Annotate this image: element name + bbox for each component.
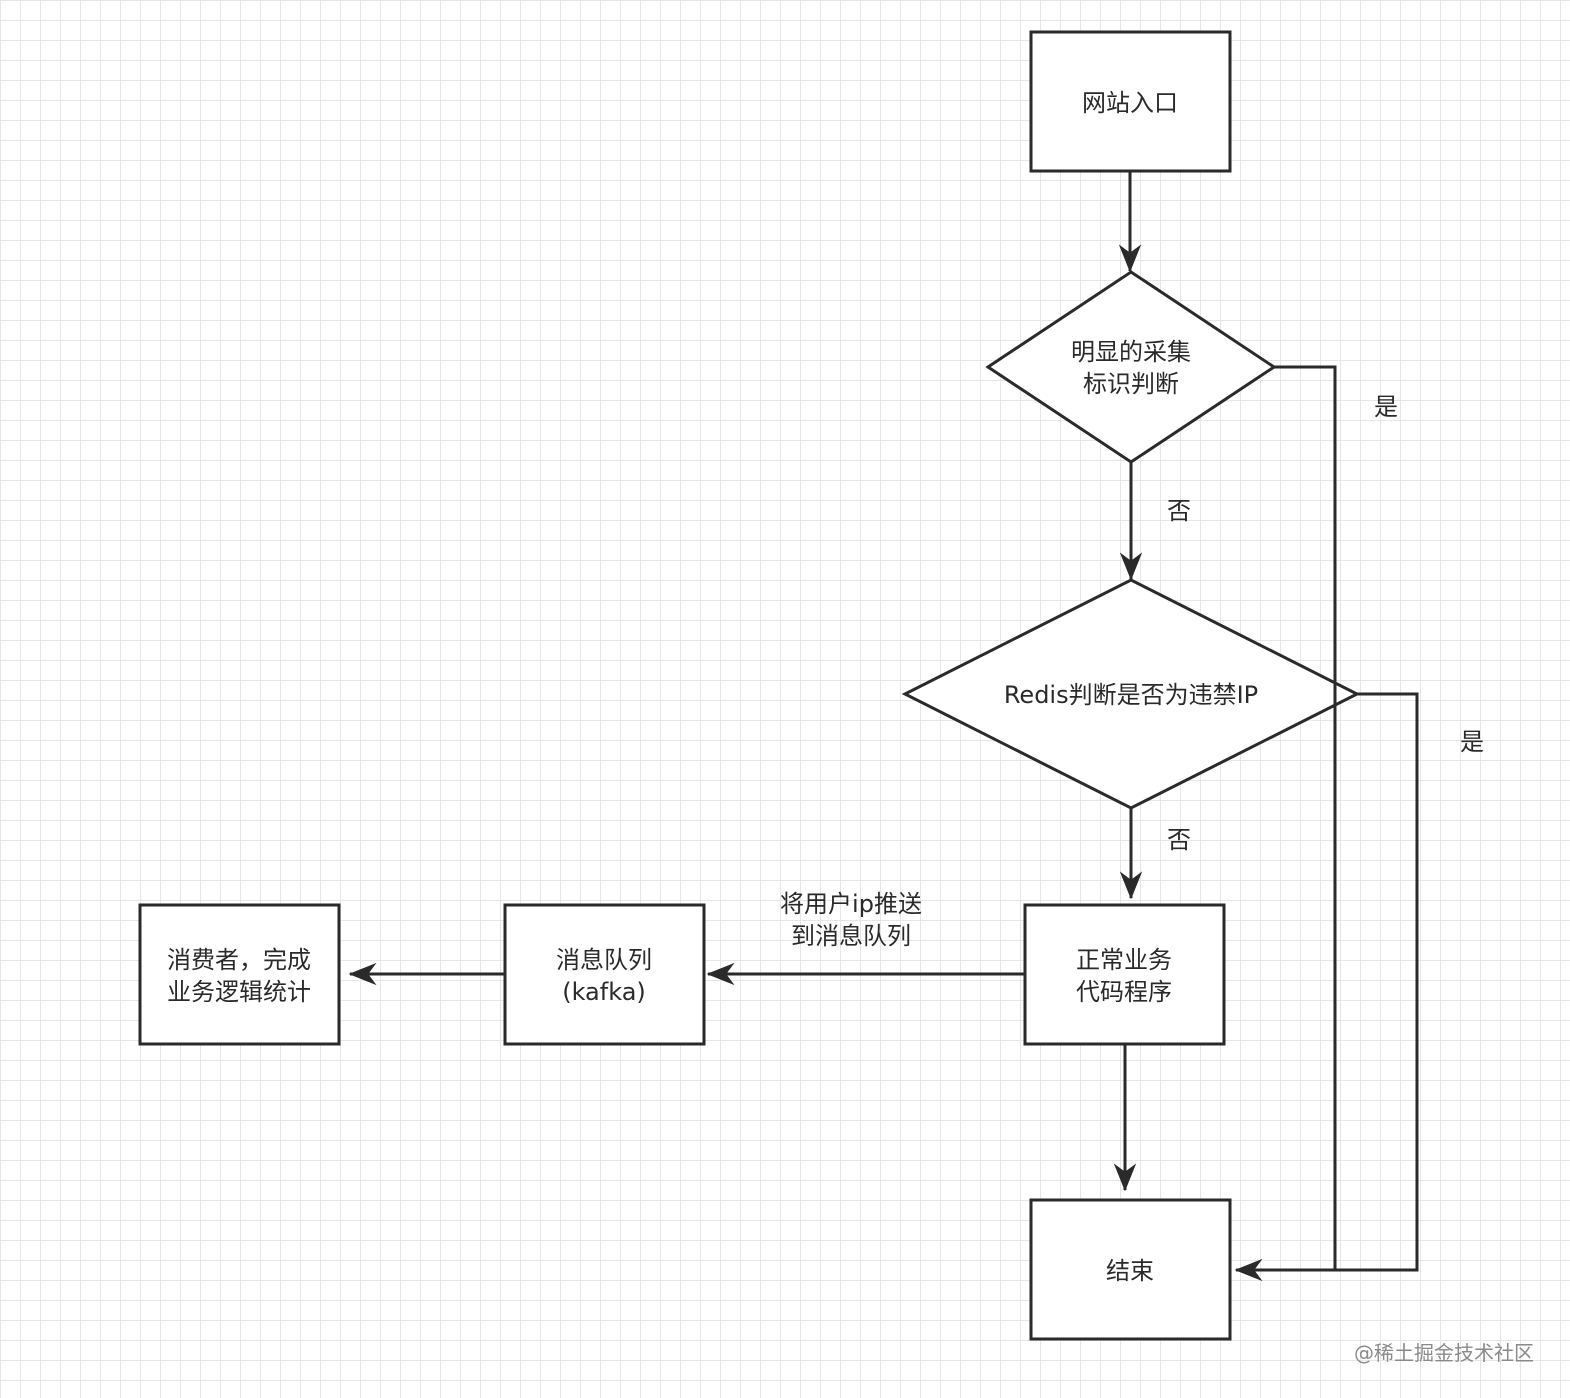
edge-label-push-2: 到消息队列: [791, 922, 911, 950]
node-end: [1029, 1198, 1232, 1341]
node-entry-label: 网站入口: [1082, 89, 1178, 117]
node-business: [1023, 903, 1226, 1046]
node-consumer-label-1: 消费者，完成: [167, 946, 311, 974]
edge-label-push-1: 将用户ip推送: [780, 890, 922, 918]
node-entry: [1029, 30, 1232, 173]
edge-crawler-yes: [1274, 365, 1337, 1270]
watermark-text: @稀土掘金技术社区: [1354, 1341, 1534, 1365]
node-queue: [503, 903, 706, 1046]
edge-label-redis-no: 否: [1167, 826, 1191, 854]
node-end-label: 结束: [1106, 1257, 1154, 1285]
node-business-label-2: 代码程序: [1076, 978, 1172, 1006]
node-queue-label-2: (kafka): [562, 978, 646, 1006]
node-business-label-1: 正常业务: [1076, 946, 1172, 974]
edge-label-crawler-no: 否: [1167, 497, 1191, 525]
node-check-redis-label: Redis判断是否为违禁IP: [1004, 681, 1258, 709]
node-check-crawler-label-2: 标识判断: [1083, 370, 1179, 398]
node-consumer: [138, 903, 341, 1046]
edge-label-crawler-yes: 是: [1374, 393, 1398, 421]
node-check-crawler: [985, 270, 1277, 464]
edge-label-redis-yes: 是: [1460, 728, 1484, 756]
node-consumer-label-2: 业务逻辑统计: [167, 978, 311, 1006]
node-queue-label-1: 消息队列: [556, 946, 652, 974]
node-check-crawler-label-1: 明显的采集: [1071, 338, 1191, 366]
edge-redis-yes: [1234, 692, 1419, 1282]
